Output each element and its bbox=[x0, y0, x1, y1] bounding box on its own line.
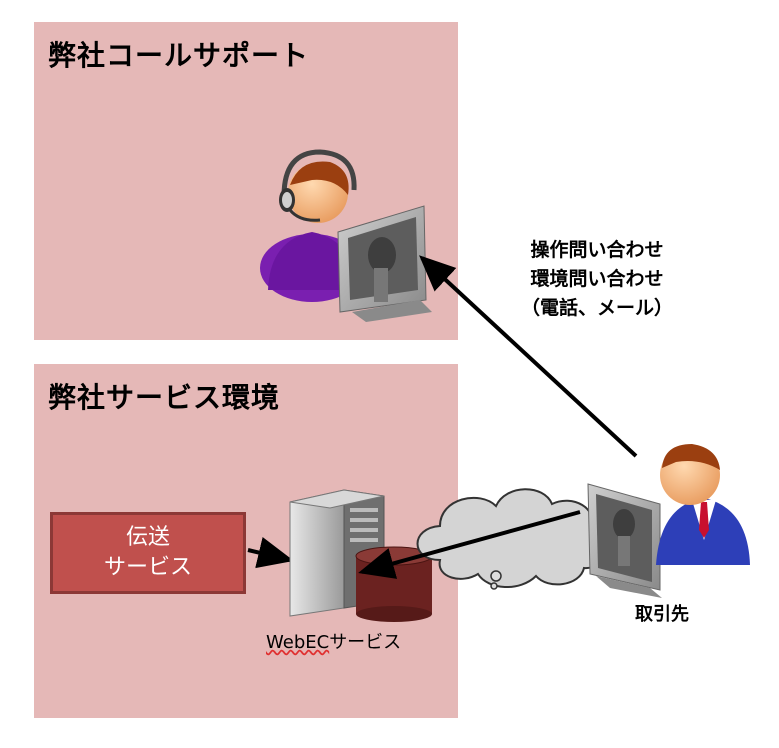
client-to-operator-arrow bbox=[419, 255, 638, 458]
inquiry-line1: 操作問い合わせ bbox=[530, 239, 664, 261]
database-cylinder-icon bbox=[355, 546, 433, 622]
transfer-service-line1: 伝送 bbox=[125, 525, 170, 550]
internet-cloud-icon bbox=[416, 488, 606, 590]
transfer-service-line2: サービス bbox=[103, 555, 192, 580]
client-label: 取引先 bbox=[635, 604, 689, 625]
webec-prefix: WebEC bbox=[266, 632, 330, 653]
transfer-service-box: 伝送 サービス bbox=[50, 512, 246, 594]
inquiry-line3: （電話、メール） bbox=[520, 297, 673, 319]
service-environment-title: 弊社サービス環境 bbox=[48, 381, 281, 414]
client-monitor-icon bbox=[587, 483, 662, 598]
inquiry-caption: 操作問い合わせ 環境問い合わせ （電話、メール） bbox=[502, 236, 692, 323]
webec-suffix: サービス bbox=[329, 632, 402, 653]
inquiry-line2: 環境問い合わせ bbox=[530, 268, 664, 290]
client-to-server-arrow bbox=[358, 510, 581, 579]
webec-service-label: WebECサービス bbox=[266, 628, 401, 654]
call-support-panel: 弊社コールサポート bbox=[34, 22, 458, 340]
computer-monitor-icon bbox=[337, 205, 432, 322]
call-support-title: 弊社コールサポート bbox=[48, 39, 310, 72]
business-person-icon bbox=[656, 444, 750, 565]
transfer-to-server-arrow bbox=[247, 537, 294, 569]
